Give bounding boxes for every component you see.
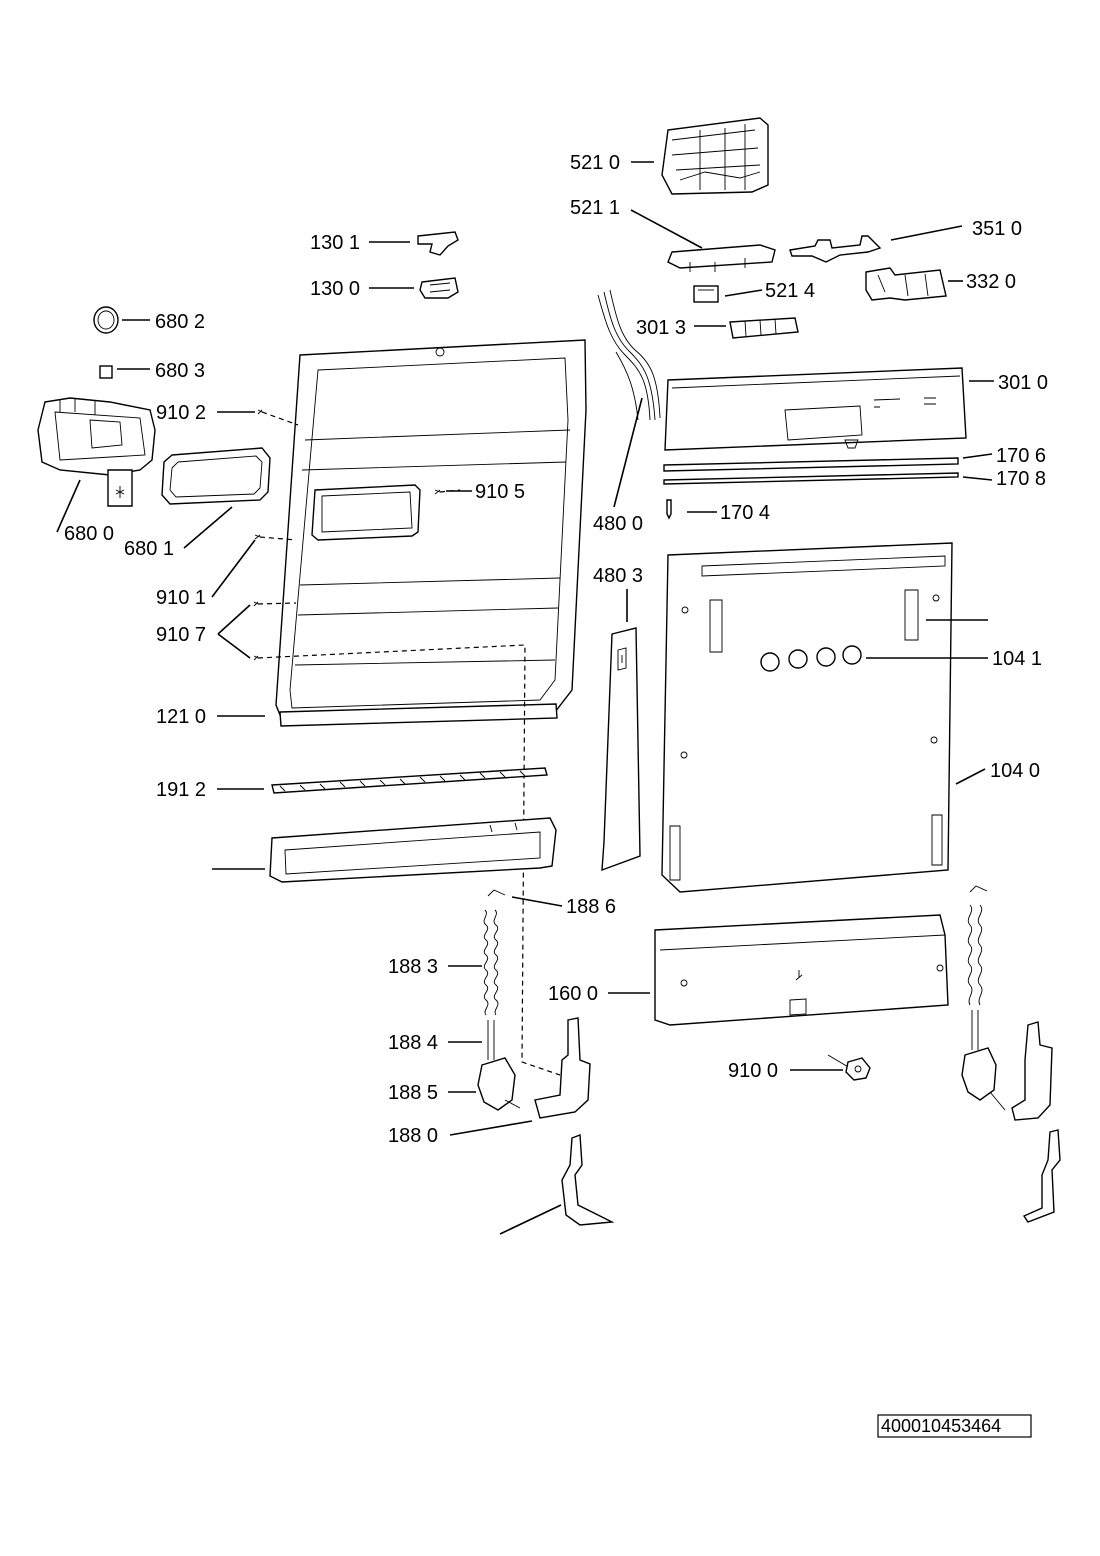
document-id: 400010453464 xyxy=(881,1416,1001,1436)
label-680-0: 680 0 xyxy=(64,523,114,545)
part-104-0-outer-door xyxy=(661,542,953,893)
label-351-0: 351 0 xyxy=(972,218,1022,240)
label-480-3: 480 3 xyxy=(593,565,643,587)
part-680-2-ring xyxy=(93,306,119,334)
label-301-0: 301 0 xyxy=(998,372,1048,394)
label-332-0: 332 0 xyxy=(966,271,1016,293)
label-170-6: 170 6 xyxy=(996,445,1046,467)
label-104-1: 104 1 xyxy=(992,648,1042,670)
part-right-spring-assembly xyxy=(961,885,1006,1111)
label-130-1: 130 1 xyxy=(310,232,360,254)
label-191-2: 191 2 xyxy=(156,779,206,801)
part-301-3-button-panel xyxy=(729,317,799,339)
part-521-1-board xyxy=(667,244,776,272)
label-521-1: 521 1 xyxy=(570,197,620,219)
part-left-foot-bracket xyxy=(561,1134,615,1226)
part-labels: 521 0 521 1 351 0 130 1 130 0 521 4 332 … xyxy=(64,152,1048,1147)
label-680-1: 680 1 xyxy=(124,538,174,560)
label-121-0: 121 0 xyxy=(156,706,206,728)
part-188-left-spring-assembly xyxy=(477,889,521,1111)
label-680-3: 680 3 xyxy=(155,360,205,382)
part-680-1-gasket xyxy=(161,447,271,505)
label-188-3: 188 3 xyxy=(388,956,438,978)
label-680-2: 680 2 xyxy=(155,311,205,333)
label-188-4: 188 4 xyxy=(388,1032,438,1054)
part-301-0-control-panel xyxy=(664,367,967,451)
label-910-5: 910 5 xyxy=(475,481,525,503)
label-130-0: 130 0 xyxy=(310,278,360,300)
part-480-0-wire-harness xyxy=(597,289,661,421)
part-191-2-brush-strip xyxy=(271,767,548,794)
part-910-screws xyxy=(253,409,441,661)
label-480-0: 480 0 xyxy=(593,513,643,535)
label-910-1: 910 1 xyxy=(156,587,206,609)
part-332-0-unit xyxy=(865,267,947,301)
part-right-hinge xyxy=(1011,1021,1053,1121)
part-160-0-base-panel xyxy=(654,914,949,1026)
label-188-0: 188 0 xyxy=(388,1125,438,1147)
part-170-8-strip xyxy=(663,472,959,485)
label-104-0: 104 0 xyxy=(990,760,1040,782)
part-521-4-housing xyxy=(693,285,719,303)
part-480-3-side-strip xyxy=(601,627,641,872)
part-680-3-clip xyxy=(99,365,113,379)
part-lower-frame xyxy=(269,817,557,883)
label-521-4: 521 4 xyxy=(765,280,815,302)
part-170-4-screw xyxy=(666,499,672,520)
part-right-foot-bracket xyxy=(1022,1129,1061,1223)
label-160-0: 160 0 xyxy=(548,983,598,1005)
label-910-2: 910 2 xyxy=(156,402,206,424)
label-301-3: 301 3 xyxy=(636,317,686,339)
label-910-0: 910 0 xyxy=(728,1060,778,1082)
part-188-0-left-hinge xyxy=(534,1017,591,1119)
part-351-0-bracket xyxy=(789,235,882,263)
label-170-4: 170 4 xyxy=(720,502,770,524)
label-170-8: 170 8 xyxy=(996,468,1046,490)
part-910-0-tool xyxy=(827,1054,871,1081)
part-170-6-strip xyxy=(663,457,959,472)
part-130-1-clip xyxy=(417,231,459,256)
label-521-0: 521 0 xyxy=(570,152,620,174)
part-121-0-inner-door xyxy=(275,339,587,727)
document-id-box: 400010453464 xyxy=(877,1414,1032,1438)
part-680-0-dispenser xyxy=(37,397,156,507)
leader-lines xyxy=(56,161,994,1235)
part-521-0-electronic-module xyxy=(661,117,769,195)
label-188-6: 188 6 xyxy=(566,896,616,918)
label-188-5: 188 5 xyxy=(388,1082,438,1104)
label-910-7: 910 7 xyxy=(156,624,206,646)
part-130-0-latch xyxy=(419,277,459,299)
